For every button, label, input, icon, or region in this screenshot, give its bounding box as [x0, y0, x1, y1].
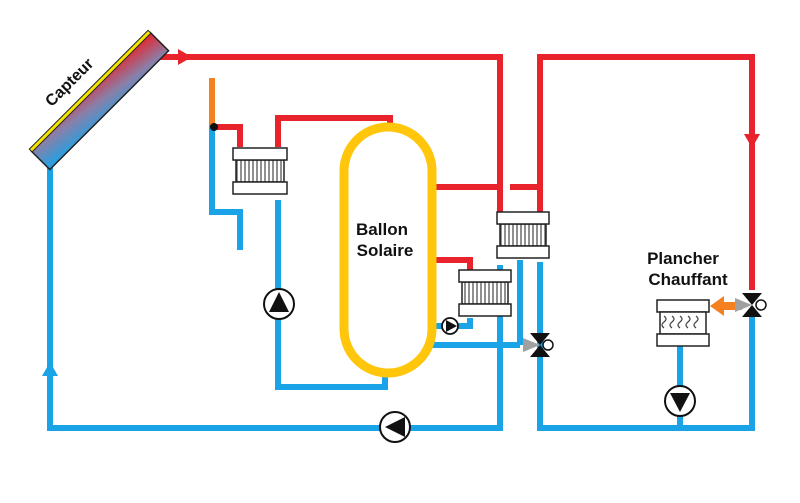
- collector-glazing: [28, 29, 152, 153]
- heat-exchanger-icon: [235, 159, 285, 183]
- tank-bottom-pipe: [275, 330, 388, 390]
- heat-exchanger-icon: [499, 223, 547, 247]
- lower-right-heat-exchanger: [458, 269, 512, 317]
- tank-label-line1: Ballon: [356, 220, 408, 239]
- radiant-floor-icon: [659, 311, 707, 335]
- storage-tank-icon: [339, 122, 437, 378]
- hot-pipes: [150, 54, 755, 290]
- pump-icon: [263, 288, 295, 320]
- radiant-floor-unit: [656, 299, 710, 347]
- three-way-valve-icon: [523, 333, 554, 357]
- flow-arrow-icon: [178, 49, 192, 65]
- floor-label-line2: Chauffant: [648, 270, 728, 289]
- tank-top-pipe: [275, 115, 393, 147]
- flow-arrow-icon: [42, 362, 58, 376]
- junction-dot: [210, 123, 218, 131]
- solar-collector: [28, 29, 170, 171]
- heat-exchanger-icon: [461, 281, 509, 305]
- small-exchanger-pipe: [209, 110, 243, 250]
- collector-hot-supply-pipe: [150, 54, 503, 212]
- tank-mid-outlet-pipe: [428, 257, 473, 270]
- pump-icon: [379, 411, 411, 443]
- pump-icon: [664, 385, 696, 417]
- left-heat-exchanger: [232, 147, 288, 195]
- tank-label-line2: Solaire: [357, 241, 414, 260]
- upper-right-heat-exchanger: [496, 211, 550, 259]
- floor-supply-pipe: [537, 54, 755, 290]
- floor-label-line1: Plancher: [647, 249, 719, 268]
- flow-arrow-icon: [744, 134, 760, 148]
- small-exchanger-hot-pipe: [215, 124, 243, 147]
- three-way-valve-icon: [735, 293, 767, 317]
- pump-icon: [441, 317, 459, 335]
- heat-flow-arrow-icon: [710, 296, 742, 316]
